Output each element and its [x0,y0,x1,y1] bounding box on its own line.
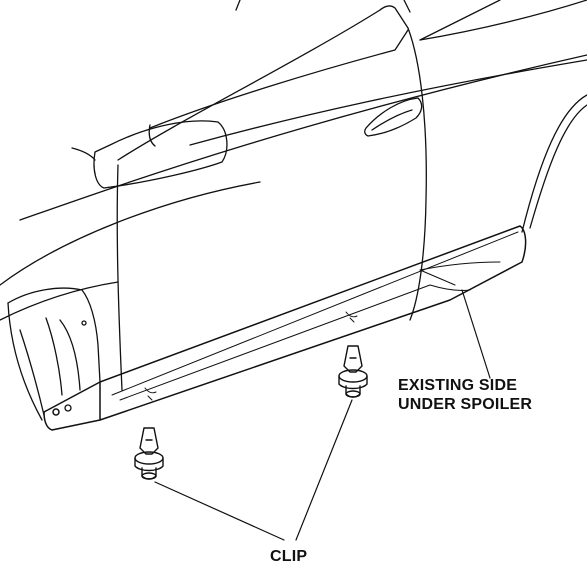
car-body-outline [0,0,587,391]
side-mirror [71,120,228,189]
side-under-spoiler [43,225,527,431]
clip-right [338,345,368,398]
front-fender [7,287,101,421]
label-line-1: EXISTING SIDE [398,377,518,394]
label-line-2: UNDER SPOILER [398,396,533,413]
leader-lines [154,289,491,541]
clip-left [134,427,164,480]
clip-label: CLIP [270,548,308,565]
door-handle [364,97,423,137]
existing-side-under-spoiler-label: EXISTING SIDE UNDER SPOILER [398,376,532,414]
